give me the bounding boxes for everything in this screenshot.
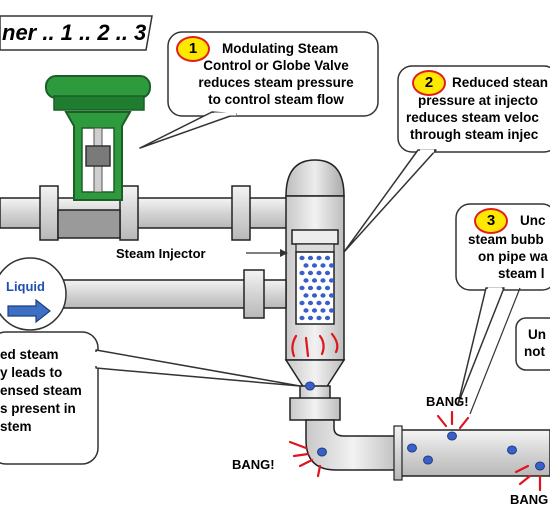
nozzle-hole (303, 293, 309, 298)
callout-5-line: y leads to (0, 365, 63, 380)
callout-3-line: steam bubb (468, 232, 544, 247)
nozzle-hole (311, 293, 318, 298)
callout-1 (139, 31, 379, 149)
liquid-label: Liquid (6, 279, 45, 294)
callout-2-line: pressure at injecto (418, 93, 539, 108)
steam-injector-label: Steam Injector (116, 246, 206, 261)
valve-body (57, 209, 121, 239)
callout-5-line: ed steam (0, 347, 59, 362)
callout-3-line: steam l (498, 266, 545, 281)
steam-bubble (407, 443, 417, 453)
nozzle-hole (316, 315, 322, 321)
callout-4-line: Un (528, 327, 546, 342)
discharge-pipe (397, 429, 550, 477)
pipe-flange (39, 185, 59, 241)
nozzle-hole (324, 300, 331, 306)
nozzle-hole (320, 293, 326, 298)
steam-bubble (317, 447, 327, 457)
page-title: ner .. 1 .. 2 .. 3 (2, 20, 147, 45)
nozzle-hole (316, 300, 322, 306)
nozzle-hole (299, 300, 305, 306)
nozzle-hole (320, 263, 326, 268)
nozzle-hole (307, 270, 314, 276)
steam-bubble (447, 431, 457, 441)
callout-1-line: Modulating Steam (222, 41, 339, 56)
nozzle-hole (307, 285, 314, 291)
callout-1-line: Control or Globe Valve (203, 58, 349, 73)
pipe-flange (393, 425, 403, 481)
nozzle-hole (316, 285, 322, 291)
nozzle-hole (311, 278, 318, 283)
nozzle-hole (307, 315, 314, 321)
nozzle-hole (311, 308, 318, 313)
nozzle-hole (316, 255, 322, 261)
nozzle-hole (299, 270, 305, 276)
nozzle-hole (328, 263, 335, 268)
callout-2-line: reduces steam veloc (406, 110, 539, 125)
steam-bubble (535, 461, 545, 471)
nozzle-hole (320, 278, 326, 283)
nozzle-hole (307, 255, 314, 261)
nozzle-hole (324, 285, 331, 291)
callout-5-line: ensed steam (0, 383, 82, 398)
bang-bursts (288, 332, 542, 492)
callout-4-line: not (524, 344, 545, 359)
bang-label: BANG! (232, 457, 275, 472)
pipe-flange (243, 269, 265, 319)
bang-label: BANG (510, 492, 549, 507)
title-banner (0, 15, 153, 51)
nozzle-hole (328, 308, 335, 313)
nozzle-hole (307, 300, 314, 306)
outlet-elbow (305, 419, 401, 471)
callout-4 (515, 317, 550, 371)
callout-number-badge: 2 (412, 70, 446, 96)
nozzle-hole (303, 278, 309, 283)
callout-number-badge: 1 (176, 36, 210, 62)
nozzle-hole (299, 255, 305, 261)
steam-bubble (305, 381, 315, 391)
nozzle-hole (311, 263, 318, 268)
callout-5-line: s present in (0, 401, 76, 416)
nozzle-hole (328, 278, 335, 283)
pointer-arrowhead-icon (280, 249, 288, 257)
callout-1-line: reduces steam pressure (198, 75, 354, 90)
nozzle-hole (320, 308, 326, 313)
callout-1-line: to control steam flow (208, 92, 344, 107)
nozzle-hole (324, 270, 331, 276)
callout-3-line: Unc (520, 213, 546, 228)
nozzle-hole (324, 315, 331, 321)
steam-bubbles (305, 381, 545, 471)
nozzle-hole (328, 293, 335, 298)
callout-5-line: stem (0, 419, 32, 434)
steam-injector-vessel (284, 159, 346, 421)
nozzle-hole (316, 270, 322, 276)
pipe-flange (231, 185, 251, 241)
steam-bubble (423, 455, 433, 465)
callout-2-line: Reduced stean (452, 75, 549, 90)
callout-3-line: on pipe wa (478, 249, 548, 264)
callout-number-badge: 3 (474, 208, 508, 234)
nozzle-hole (303, 263, 309, 268)
nozzle-hole (324, 255, 331, 261)
nozzle-hole (299, 315, 305, 321)
nozzle-holes (299, 255, 335, 321)
liquid-flow-arrow-icon (7, 298, 51, 324)
globe-valve (45, 75, 151, 201)
bang-label: BANG! (426, 394, 469, 409)
callout-5 (0, 331, 301, 465)
nozzle-hole (299, 285, 305, 291)
callout-2-line: through steam injec (410, 127, 539, 142)
nozzle-hole (303, 308, 309, 313)
steam-bubble (507, 445, 517, 455)
